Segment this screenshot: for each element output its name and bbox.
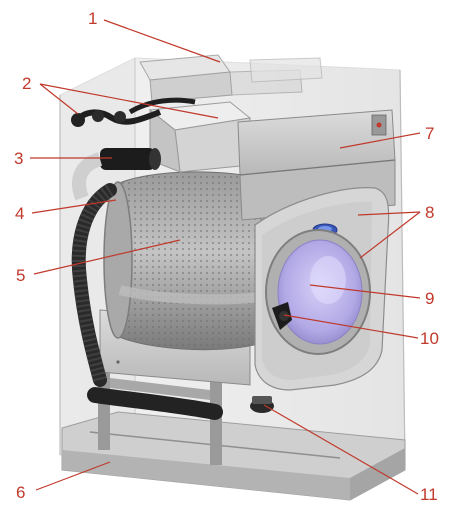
leader-10 [283,314,419,339]
leader-5 [33,239,181,275]
leader-9 [309,284,421,299]
callout-9: 9 [425,289,434,308]
leader-2a [39,83,79,115]
callout-8: 8 [425,203,434,222]
leader-8a [357,211,421,216]
leader-11 [263,404,419,495]
callout-1: 1 [88,9,97,28]
drain-valve [250,396,274,413]
leader-4 [31,199,117,214]
callout-5: 5 [16,266,25,285]
detergent-housing [148,101,252,173]
callout-10: 10 [420,329,439,348]
inlet-valves [71,97,196,127]
drain-pipe [87,387,223,420]
leader-1 [103,19,221,63]
leader-6 [35,461,111,491]
callout-2: 2 [22,74,31,93]
pipe-connector [72,148,161,201]
door-handle [272,302,292,330]
leader-7 [339,132,421,149]
leader-2b [39,83,219,119]
callout-4: 4 [15,204,24,223]
callout-11: 11 [420,485,438,504]
drum [103,171,271,351]
door-glass [265,229,371,355]
leader-lines [30,19,421,495]
callout-6: 6 [16,483,25,502]
top-compartment [139,54,323,103]
callout-labels: 1 2 3 4 5 6 7 8 9 10 11 [14,9,439,504]
leader-8b [359,211,421,259]
callout-7: 7 [425,124,434,143]
callout-3: 3 [14,149,23,168]
